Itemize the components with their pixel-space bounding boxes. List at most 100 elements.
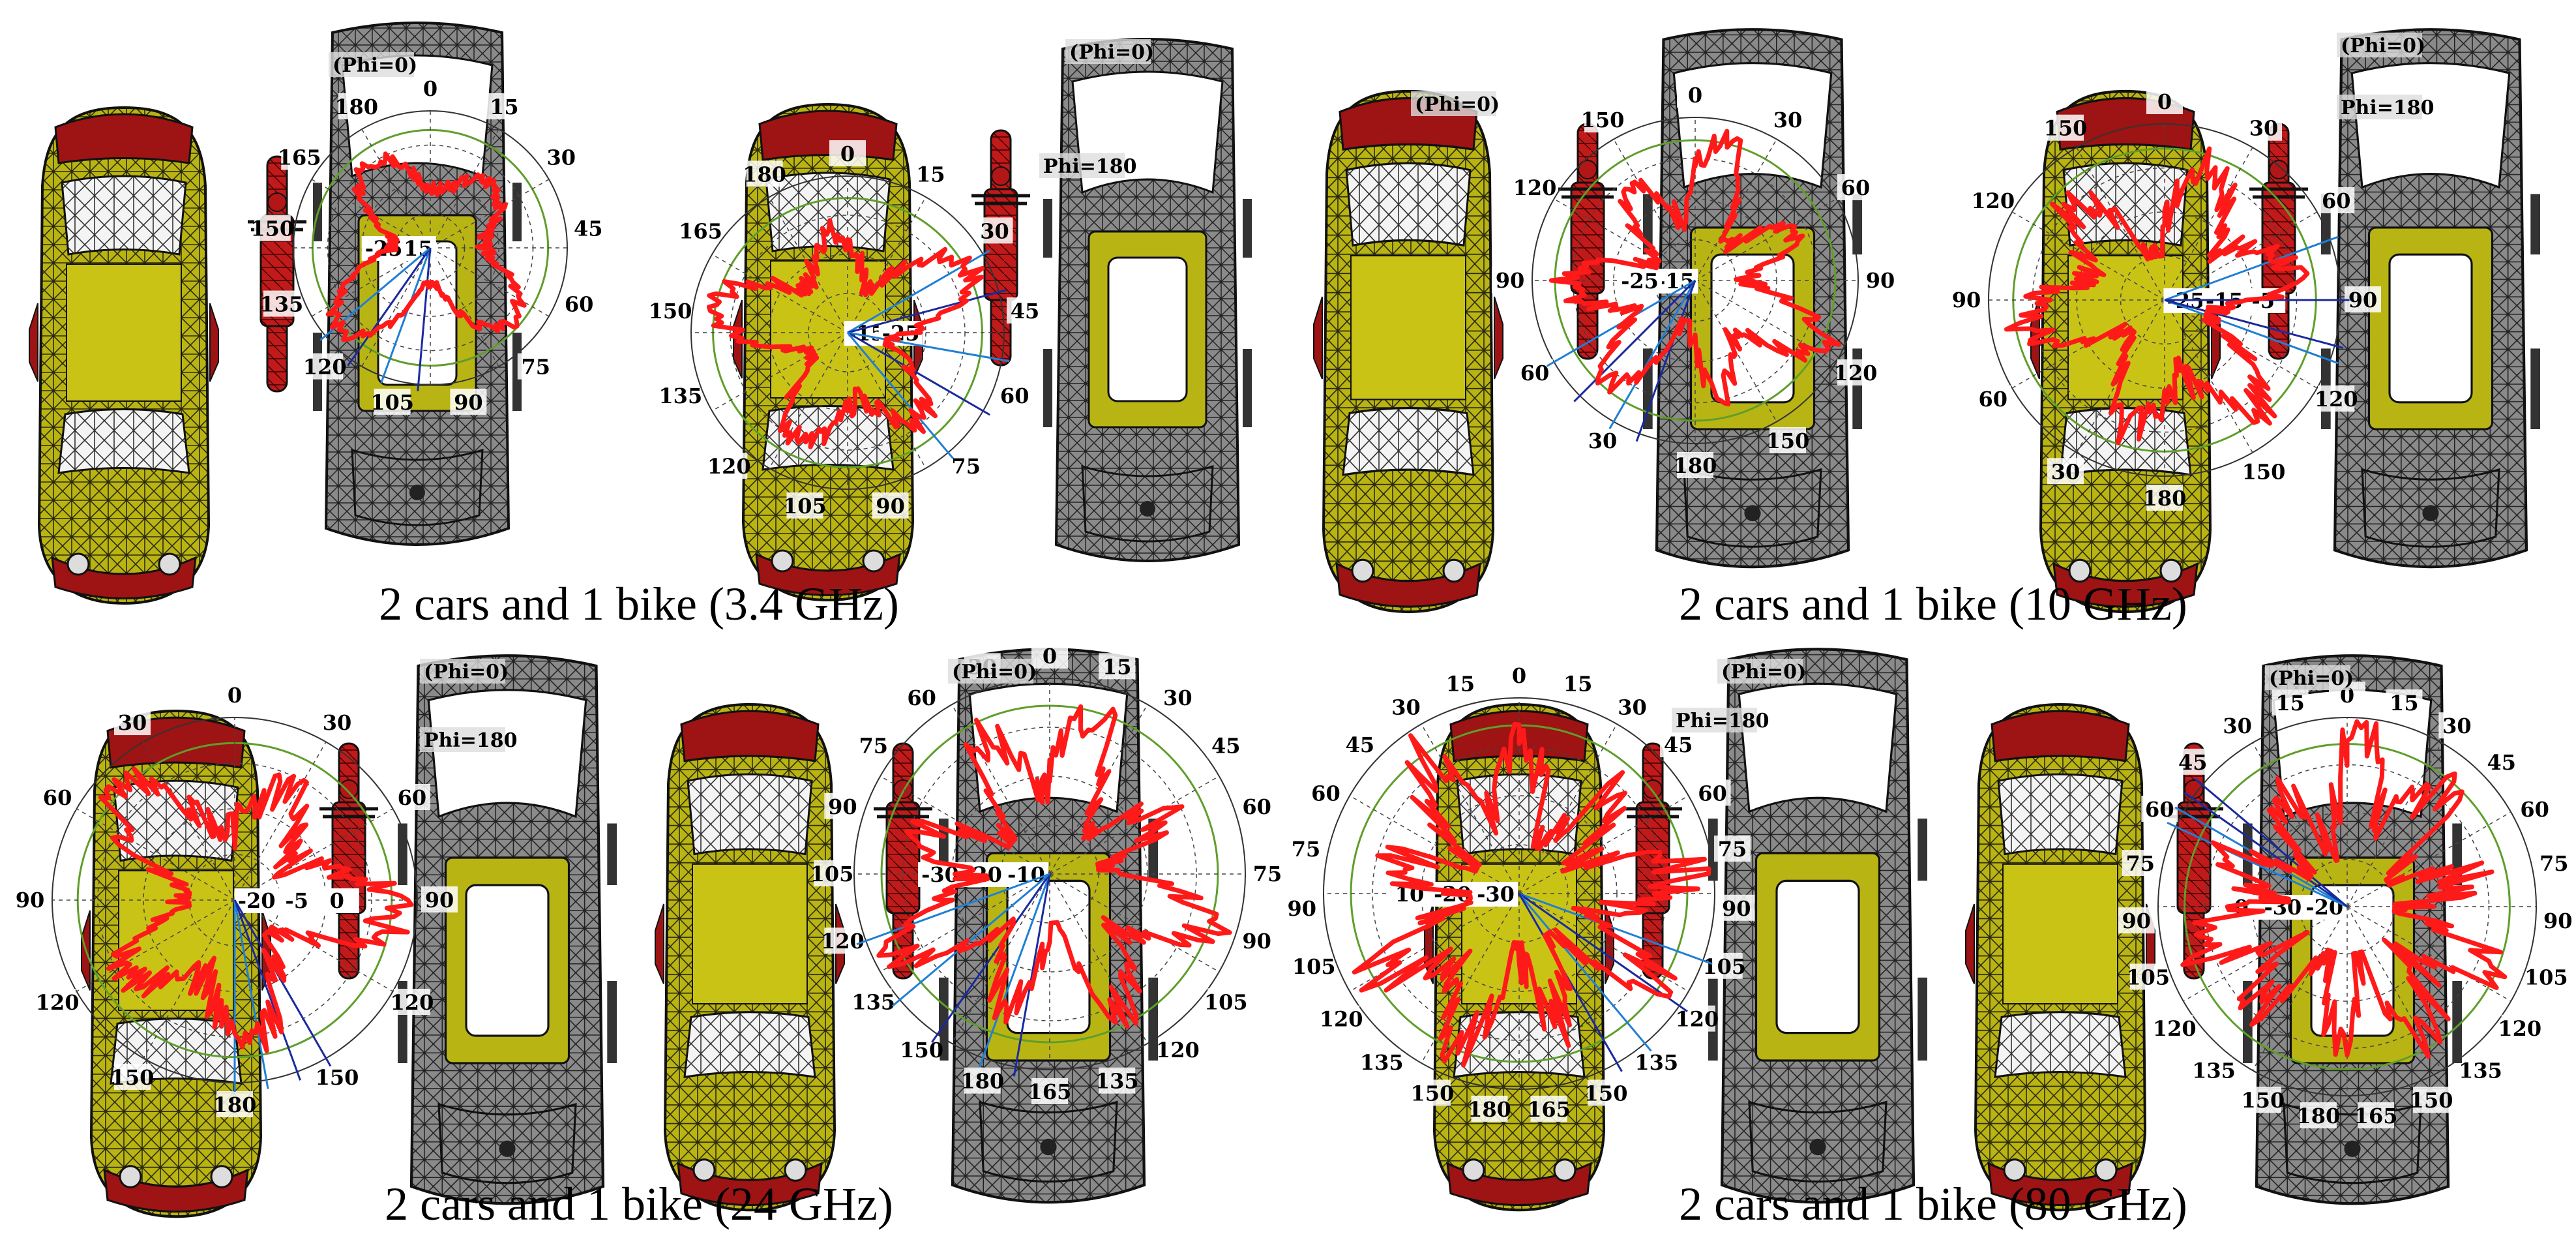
polar-10ghz-a-angle-label: 60 bbox=[1841, 175, 1871, 200]
yellow-car bbox=[655, 704, 844, 1210]
phi-label-bg bbox=[2337, 95, 2422, 119]
polar-80ghz-a-angle-label: 120 bbox=[1320, 1007, 1363, 1032]
polar-3-4ghz-b-spoke bbox=[847, 332, 926, 469]
polar-24ghz-b-angle-bg bbox=[1099, 653, 1136, 680]
polar-80ghz-b-spoke bbox=[2252, 906, 2348, 1071]
polar-24ghz-a-spoke bbox=[143, 899, 235, 1059]
polar-10ghz-b-angle-bg bbox=[2047, 458, 2084, 485]
polar-80ghz-b-angle-label: 30 bbox=[2442, 714, 2472, 738]
polar-80ghz-a-angle-label: 135 bbox=[1360, 1050, 1404, 1075]
polar-24ghz-b-angle-label: 135 bbox=[851, 989, 895, 1014]
polar-80ghz-a-angle-bg bbox=[1501, 662, 1537, 688]
polar-24ghz-b-angle-label: 45 bbox=[1211, 734, 1241, 759]
polar-80ghz-b-angle-bg bbox=[2219, 712, 2256, 739]
polar-3-4ghz-b-ray bbox=[847, 289, 1007, 334]
polar-3-4ghz-a-pattern bbox=[325, 151, 527, 342]
polar-80ghz-a-angle-bg bbox=[1442, 670, 1479, 697]
polar-80ghz-b-angle-label: 75 bbox=[2126, 851, 2155, 876]
phi-label-bg bbox=[2265, 665, 2350, 690]
polar-80ghz-b-angle-bg bbox=[2141, 795, 2178, 822]
polar-24ghz-b-angle-label: 75 bbox=[859, 734, 889, 759]
polar-80ghz-b-angle-label: 150 bbox=[2410, 1088, 2453, 1113]
polar-80ghz-b-angle-label: 60 bbox=[2145, 797, 2174, 822]
polar-3-4ghz-a-angle-label: 0 bbox=[423, 76, 437, 101]
polar-80ghz-b-angle-bg bbox=[2174, 748, 2212, 775]
polar-24ghz-a-level-label: 0 bbox=[330, 888, 344, 913]
polar-10ghz-a-angle-bg bbox=[1769, 106, 1806, 133]
polar-80ghz-b-angle-label: 135 bbox=[2192, 1058, 2236, 1083]
phi-label: (Phi=0) bbox=[424, 661, 509, 684]
polar-80ghz-a-angle-bg bbox=[1714, 836, 1751, 862]
polar-24ghz-a-spoke bbox=[234, 742, 327, 901]
phi-label: (Phi=0) bbox=[1069, 41, 1154, 64]
bike-shape bbox=[971, 130, 1030, 365]
polar-80ghz-b-angle-bg bbox=[2244, 1087, 2281, 1113]
polar-80ghz-a-angle-label: 60 bbox=[1698, 781, 1727, 806]
polar-10ghz-b-spoke bbox=[2164, 147, 2253, 301]
polar-3-4ghz-b-angle-bg bbox=[1007, 297, 1044, 324]
polar-10ghz-a-spoke bbox=[1613, 139, 1696, 281]
polar-10ghz-b-angle-label: 0 bbox=[2157, 89, 2172, 114]
polar-10ghz-a-angle-bg bbox=[1837, 174, 1874, 200]
polar-80ghz-a-angle-label: 30 bbox=[1391, 695, 1421, 720]
polar-10ghz-a-angle-bg bbox=[1837, 359, 1874, 385]
phi-label: (Phi=0) bbox=[2341, 35, 2425, 57]
polar-3-4ghz-b-angle-bg bbox=[651, 297, 688, 324]
polar-80ghz-b-angle-bg bbox=[2539, 907, 2576, 934]
polar-3-4ghz-b-spoke bbox=[711, 332, 848, 412]
yellow-car-shape bbox=[655, 704, 844, 1210]
polar-10ghz-b-angle-bg bbox=[2245, 114, 2282, 141]
grey-car bbox=[1643, 29, 1862, 567]
polar-80ghz-a-angle-bg bbox=[1614, 693, 1651, 720]
polar-80ghz-a-angle-label: 45 bbox=[1664, 732, 1693, 757]
polar-80ghz-a-spoke bbox=[1518, 795, 1689, 894]
polar-3-4ghz-a-angle-label: 150 bbox=[250, 217, 294, 241]
bike bbox=[2249, 124, 2308, 359]
polar-10ghz-b-angle-label: 90 bbox=[2348, 288, 2378, 312]
polar-24ghz-b-ray bbox=[978, 873, 1051, 1068]
polar-3-4ghz-a-angle-label: 180 bbox=[334, 95, 378, 119]
polar-80ghz-b-angle-bg bbox=[2122, 850, 2159, 877]
polar-80ghz-a-angle-label: 75 bbox=[1292, 837, 1321, 862]
polar-3-4ghz-b-angle-label: 120 bbox=[707, 454, 751, 479]
polar-24ghz-b-angle-bg bbox=[1249, 860, 1286, 886]
polar-24ghz-a-angle-bg bbox=[216, 682, 253, 708]
polar-3-4ghz-b-spoke bbox=[847, 196, 926, 333]
polar-24ghz-a-angle-label: 60 bbox=[398, 785, 427, 810]
polar-3-4ghz-b-angle-label: 135 bbox=[659, 384, 702, 408]
polar-80ghz-a-ray bbox=[1518, 892, 1688, 1012]
polar-24ghz-b-angle-label: 165 bbox=[1028, 1079, 1072, 1104]
polar-3-4ghz-a-angle-bg bbox=[281, 143, 318, 170]
polar-80ghz-b-angle-label: 60 bbox=[2520, 797, 2549, 822]
yellow-car bbox=[28, 106, 220, 605]
polar-80ghz-a-angle-bg bbox=[1660, 731, 1697, 758]
phi-label-bg bbox=[948, 659, 1033, 684]
polar-80ghz-a-angle-label: 105 bbox=[1292, 954, 1336, 979]
polar-10ghz-b-angle-label: 180 bbox=[2143, 486, 2187, 511]
polar-3-4ghz-b-angle-bg bbox=[662, 382, 699, 409]
polar-80ghz-a-angle-bg bbox=[1560, 670, 1597, 697]
polar-10ghz-a-angle-bg bbox=[1862, 267, 1899, 293]
polar-10ghz-a-angle-label: 90 bbox=[1866, 268, 1895, 293]
polar-3-4ghz-b-angle-label: 0 bbox=[840, 142, 855, 166]
polar-24ghz-b-angle-bg bbox=[824, 792, 861, 819]
polar-10ghz-a-angle-bg bbox=[1584, 427, 1621, 453]
polar-3-4ghz-a-angle-bg bbox=[254, 215, 291, 241]
polar-10ghz-a-ray bbox=[1573, 279, 1696, 402]
polar-3-4ghz-a-angle-bg bbox=[306, 353, 344, 380]
polar-24ghz-b-angle-bg bbox=[1238, 792, 1275, 819]
polar-10ghz-a-level-bg bbox=[1618, 269, 1662, 294]
polar-80ghz-b-angle-label: 165 bbox=[2354, 1104, 2398, 1128]
polar-24ghz-b-angle-bg bbox=[1207, 732, 1245, 759]
polar-80ghz-a-angle-bg bbox=[1718, 894, 1755, 921]
polar-80ghz-a-angle-label: 30 bbox=[1618, 695, 1647, 720]
polar-80ghz-b-spoke bbox=[2347, 811, 2511, 907]
polar-24ghz-a-angle-bg bbox=[393, 989, 430, 1015]
polar-80ghz-a-angle-label: 105 bbox=[1702, 954, 1746, 979]
polar-3-4ghz-b-outer-ring bbox=[690, 175, 1005, 490]
polar-10ghz-b-angle-label: 30 bbox=[2249, 116, 2279, 141]
polar-10ghz-b-spoke bbox=[2164, 299, 2253, 453]
polar-24ghz-b-angle-label: 135 bbox=[1095, 1069, 1139, 1094]
polar-24ghz-b-angle-bg bbox=[1031, 1078, 1068, 1104]
